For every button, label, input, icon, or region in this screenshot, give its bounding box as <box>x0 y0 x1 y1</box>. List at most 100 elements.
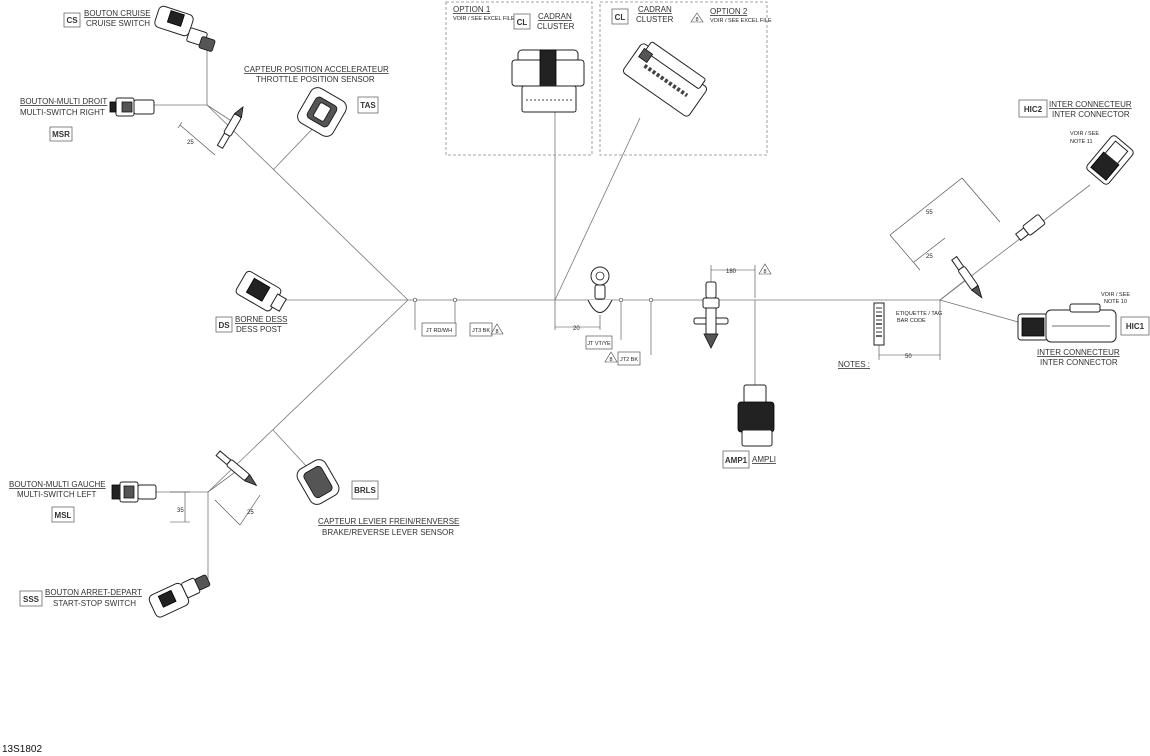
amp1-connector-icon <box>737 384 775 447</box>
jt3-bk-label: JT3 BK <box>472 328 490 334</box>
cl1-note: VOIR / SEE EXCEL FILE <box>453 16 515 22</box>
ds-tag: DS <box>218 321 230 330</box>
jt2-bk-label: JT2 BK <box>620 357 638 363</box>
dim-55-line <box>889 177 963 236</box>
tas-tag: TAS <box>360 101 376 110</box>
hic2-tag: HIC2 <box>1024 105 1043 114</box>
cl2-warning-mark: 8 <box>695 17 698 23</box>
jt-rdwh-box <box>421 322 457 337</box>
msr-label-fr: BOUTON-MULTI DROIT <box>20 97 107 106</box>
dim-180-warning-mark: 8 <box>763 269 766 275</box>
cl2-note: VOIR / SEE EXCEL FILE <box>710 18 772 24</box>
brls-label-fr: CAPTEUR LEVIER FREIN/RENVERSE <box>318 517 459 526</box>
jt2-bk-box <box>617 351 641 366</box>
hic1-component: VOIR / SEE NOTE 10 HIC1 INTER CONNECTEUR… <box>1017 292 1150 367</box>
jt-vtye-box <box>585 335 613 350</box>
brls-connector-icon <box>296 459 340 505</box>
sss-connector-icon <box>148 574 211 618</box>
msr-tag: MSR <box>52 130 70 139</box>
jt3-warning-mark: 8 <box>495 329 498 335</box>
tag-label-line2: BAR CODE <box>897 318 926 324</box>
hic2-component: HIC2 INTER CONNECTEUR INTER CONNECTOR VO… <box>889 99 1134 299</box>
hic1-label-fr: INTER CONNECTEUR <box>1037 348 1120 357</box>
cs-label-en: CRUISE SWITCH <box>86 19 150 28</box>
msr-tag-box <box>49 126 73 142</box>
cl2-label-en: CLUSTER <box>636 15 674 24</box>
splice-labels: JT RD/WH JT3 BK 8 JT VT/YE 8 JT2 BK <box>421 322 641 366</box>
hic1-note2: NOTE 10 <box>1104 299 1127 305</box>
hic1-connector-icon <box>1017 303 1117 343</box>
msl-label-en: MULTI-SWITCH LEFT <box>17 490 97 499</box>
jt-vtye-label: JT VT/YE <box>587 341 611 347</box>
jt-rdwh-label: JT RD/WH <box>426 328 452 334</box>
cs-connector-icon <box>154 5 216 52</box>
hic2-label-en: INTER CONNECTOR <box>1052 110 1130 119</box>
hic2-connector-icon <box>1086 135 1134 185</box>
msr-component: BOUTON-MULTI DROIT MULTI-SWITCH RIGHT MS… <box>20 97 244 156</box>
cl2-tag: CL <box>615 13 626 22</box>
cs-tag: CS <box>66 16 78 25</box>
sss-tag: SSS <box>23 595 40 604</box>
amp1-label: AMPLI <box>752 455 776 464</box>
splice-points <box>412 297 654 303</box>
msl-clip-icon <box>215 450 258 487</box>
amp1-component: AMP1 AMPLI <box>722 384 776 469</box>
hic2-tag-box <box>1018 99 1048 118</box>
tag-label-line1: ETIQUETTE / TAG <box>896 311 942 317</box>
brls-component: BRLS CAPTEUR LEVIER FREIN/RENVERSE BRAKE… <box>296 459 459 537</box>
hic1-tag: HIC1 <box>1126 322 1145 331</box>
msl-component: BOUTON-MULTI GAUCHE MULTI-SWITCH LEFT MS… <box>9 450 261 526</box>
harness-wires <box>153 45 1091 586</box>
sss-component: SSS BOUTON ARRET-DEPART START-STOP SWITC… <box>19 574 211 618</box>
cl1-component: OPTION 1 VOIR / SEE EXCEL FILE CL CADRAN… <box>453 5 585 113</box>
cs-tag-box <box>63 12 81 28</box>
trunk-fuse-component: 180 8 <box>693 263 772 349</box>
msr-connector-icon <box>109 97 155 117</box>
ds-tag-box <box>215 316 233 333</box>
jt2-warning-icon <box>604 351 618 363</box>
ds-label-fr: BORNE DESS <box>235 315 287 324</box>
jt3-bk-box <box>469 322 493 337</box>
dim-20: 20 <box>573 326 580 332</box>
cl1-tag-box <box>513 13 531 30</box>
cl2-component: CL CADRAN CLUSTER 8 OPTION 2 VOIR / SEE … <box>611 5 772 117</box>
jt3-warning-icon <box>490 323 504 335</box>
tas-component: CAPTEUR POSITION ACCELERATEUR THROTTLE P… <box>244 65 389 137</box>
cl2-tag-box <box>611 8 629 25</box>
msl-connector-icon <box>111 481 157 503</box>
cl2-option-label: OPTION 2 <box>710 7 748 16</box>
ds-connector-icon <box>235 270 287 312</box>
hic-inline-connector-icon <box>1015 214 1046 242</box>
ds-label-en: DESS POST <box>236 325 282 334</box>
splice-point <box>618 297 624 303</box>
dim-25-hic: 25 <box>926 254 933 260</box>
notes-label: NOTES : <box>838 360 870 369</box>
msl-label-fr: BOUTON-MULTI GAUCHE <box>9 480 106 489</box>
splice-point <box>648 297 654 303</box>
sss-tag-box <box>19 590 43 607</box>
hic1-tag-box <box>1120 316 1150 336</box>
cl1-label-fr: CADRAN <box>538 12 572 21</box>
sss-label-fr: BOUTON ARRET-DEPART <box>45 588 142 597</box>
hic1-label-en: INTER CONNECTOR <box>1040 358 1118 367</box>
tas-label-en: THROTTLE POSITION SENSOR <box>256 75 375 84</box>
msl-tag-box <box>51 506 75 523</box>
diagram-code: 13S1802 <box>2 744 42 755</box>
hic2-note1: VOIR / SEE <box>1070 131 1099 137</box>
ds-component: DS BORNE DESS DESS POST <box>215 270 287 334</box>
cs-label-fr: BOUTON CRUISE <box>84 9 151 18</box>
dim-180-warning-icon <box>758 263 772 275</box>
msl-dim-35: 35 <box>177 508 184 514</box>
msr-label-en: MULTI-SWITCH RIGHT <box>20 108 105 117</box>
brls-tag-box <box>351 480 379 500</box>
tas-tag-box <box>357 96 379 114</box>
hic1-note1: VOIR / SEE <box>1101 292 1130 298</box>
hic-clip-icon <box>951 255 983 299</box>
barcode-icon <box>876 307 882 337</box>
cl2-connector-icon <box>622 41 708 117</box>
tas-connector-icon <box>297 87 347 137</box>
cs-component: CS BOUTON CRUISE CRUISE SWITCH <box>63 5 216 52</box>
tas-label-fr: CAPTEUR POSITION ACCELERATEUR <box>244 65 389 74</box>
amp1-tag: AMP1 <box>725 456 748 465</box>
